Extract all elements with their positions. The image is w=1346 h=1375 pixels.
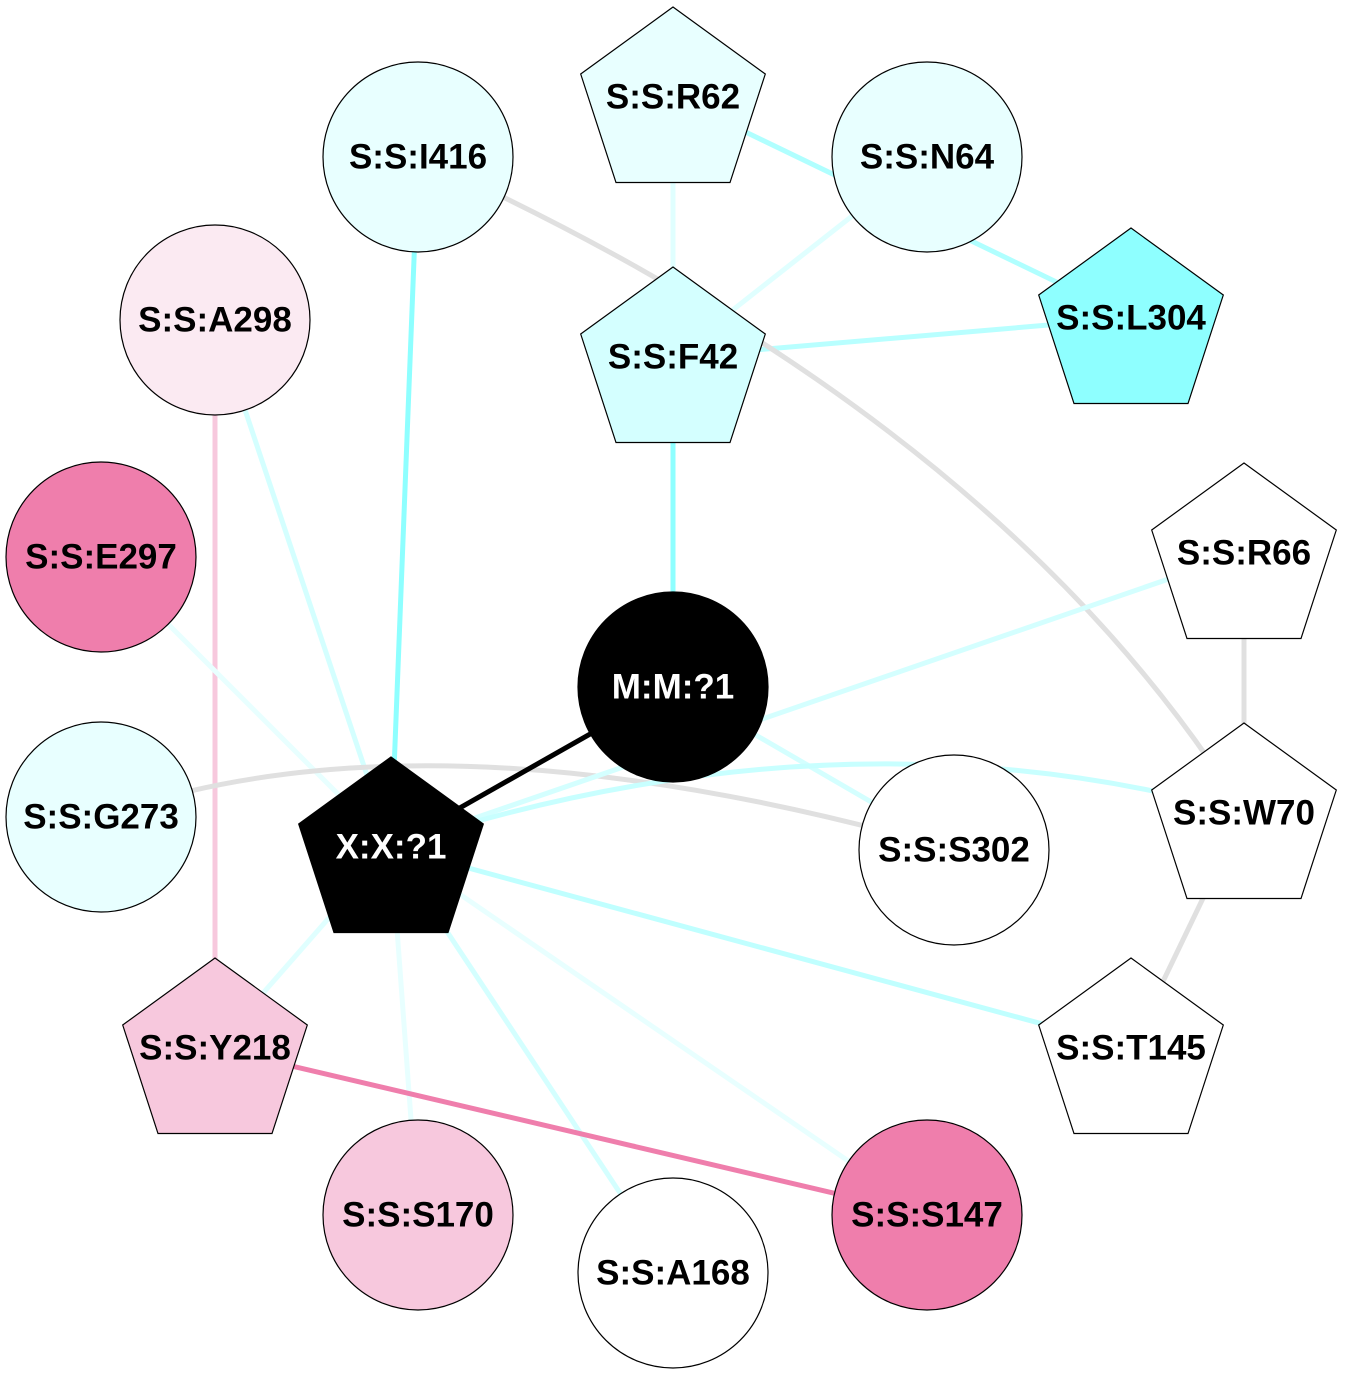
node-label: S:S:F42 (608, 338, 738, 377)
node-circle (831, 61, 1023, 253)
node-E297[interactable]: S:S:E297 (5, 461, 197, 653)
node-L304[interactable]: S:S:L304 (1037, 227, 1225, 405)
node-label: S:S:W70 (1173, 794, 1315, 833)
node-label: S:S:S302 (878, 831, 1030, 870)
node-F42[interactable]: S:S:F42 (579, 266, 767, 444)
node-label: X:X:?1 (336, 828, 447, 867)
node-circle (322, 61, 514, 253)
node-T145[interactable]: S:S:T145 (1037, 957, 1225, 1135)
node-label: S:S:E297 (25, 538, 177, 577)
edge-G273-S302 (100, 763, 955, 853)
node-S170[interactable]: S:S:S170 (322, 1119, 514, 1311)
edge-X1-W70 (390, 761, 1245, 850)
node-S147[interactable]: S:S:S147 (831, 1119, 1023, 1311)
node-M1[interactable]: M:M:?1 (577, 591, 769, 783)
node-label: S:S:T145 (1056, 1029, 1206, 1068)
edge-Y218-S147 (214, 1045, 928, 1218)
node-label: S:S:G273 (23, 798, 179, 837)
node-label: M:M:?1 (612, 668, 734, 707)
node-A168[interactable]: S:S:A168 (577, 1177, 769, 1369)
node-A298[interactable]: S:S:A298 (119, 224, 311, 416)
node-R66[interactable]: S:S:R66 (1150, 462, 1338, 640)
edge-I416-W70 (416, 154, 1247, 815)
node-circle (322, 1119, 514, 1311)
node-pentagon (1037, 227, 1225, 405)
node-G273[interactable]: S:S:G273 (5, 721, 197, 913)
node-pentagon (1037, 957, 1225, 1135)
node-label: S:S:I416 (349, 138, 487, 177)
node-circle (119, 224, 311, 416)
node-pentagon (121, 957, 309, 1135)
nodes-layer: S:S:R62S:S:N64S:S:I416S:S:A298S:S:F42S:S… (5, 6, 1338, 1369)
node-label: S:S:S147 (851, 1196, 1003, 1235)
node-label: S:S:A168 (596, 1254, 750, 1293)
node-pentagon (579, 266, 767, 444)
node-pentagon (297, 756, 485, 934)
node-label: S:S:Y218 (139, 1029, 291, 1068)
node-circle (577, 1177, 769, 1369)
node-label: S:S:R66 (1177, 534, 1311, 573)
node-X1[interactable]: X:X:?1 (297, 756, 485, 934)
node-label: S:S:L304 (1056, 299, 1206, 338)
node-circle (5, 721, 197, 913)
node-W70[interactable]: S:S:W70 (1150, 722, 1338, 900)
node-S302[interactable]: S:S:S302 (858, 754, 1050, 946)
node-label: S:S:N64 (860, 138, 995, 177)
node-circle (831, 1119, 1023, 1311)
node-N64[interactable]: S:S:N64 (831, 61, 1023, 253)
node-I416[interactable]: S:S:I416 (322, 61, 514, 253)
node-label: S:S:A298 (138, 301, 292, 340)
node-Y218[interactable]: S:S:Y218 (121, 957, 309, 1135)
edge-X1-T145 (390, 844, 1132, 1051)
node-label: S:S:R62 (606, 78, 740, 117)
node-label: S:S:S170 (342, 1196, 494, 1235)
node-pentagon (579, 6, 767, 184)
node-circle (858, 754, 1050, 946)
edge-I416-X1 (388, 156, 421, 848)
node-pentagon (1150, 722, 1338, 900)
edge-X1-S147 (389, 844, 929, 1218)
node-pentagon (1150, 462, 1338, 640)
node-R62[interactable]: S:S:R62 (579, 6, 767, 184)
edge-X1-R66 (390, 550, 1245, 850)
node-circle (5, 461, 197, 653)
node-circle (577, 591, 769, 783)
